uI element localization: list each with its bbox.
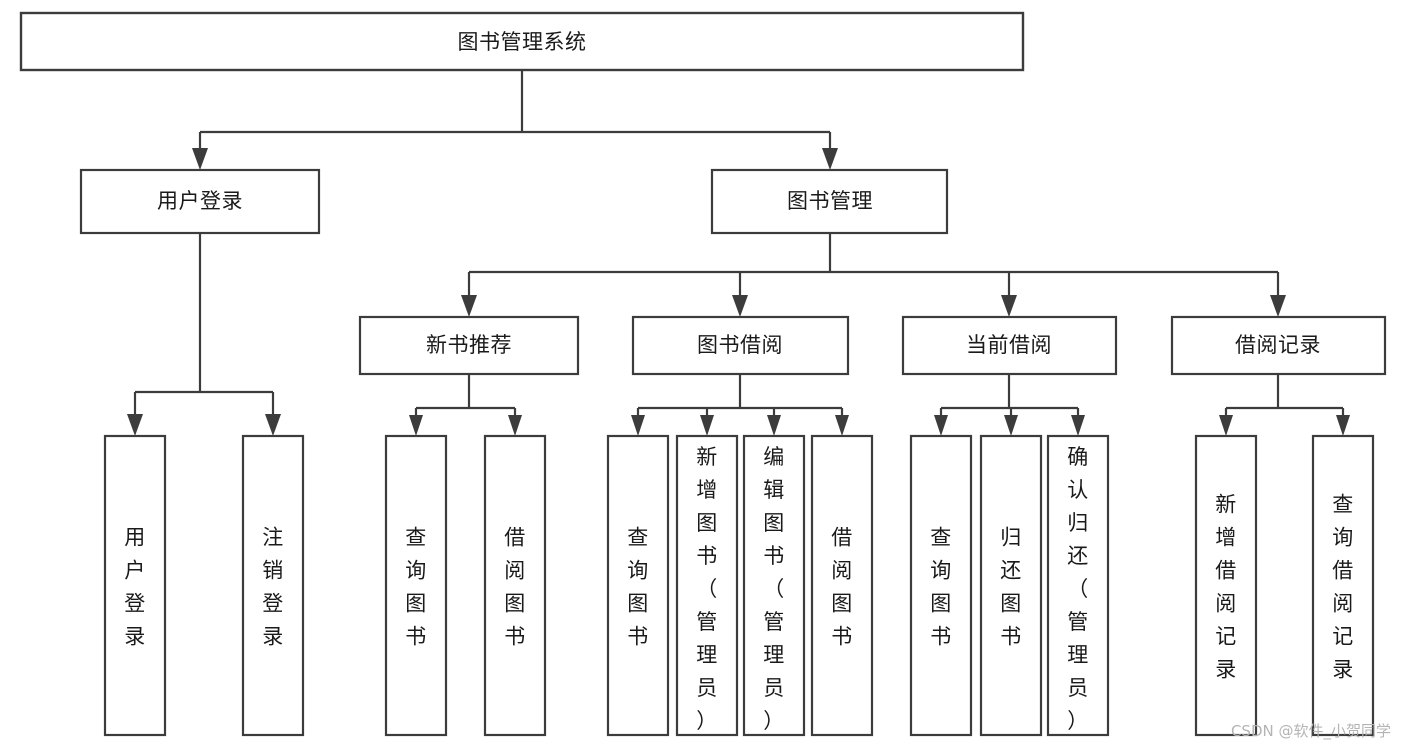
- node-new-book-recommend-box: [358, 315, 580, 376]
- node-leaf-add-book-admin[interactable]: [675, 434, 739, 737]
- node-leaf-query-borrow-record-label: 查询借阅记录: [1332, 493, 1354, 682]
- arrowhead-borrow-record: [1270, 295, 1286, 317]
- arrowhead-leaf-borrow-book-rec: [508, 415, 522, 436]
- node-user-login-label: 用户登录: [157, 189, 243, 213]
- node-leaf-edit-book-admin-box: [742, 434, 806, 737]
- node-leaf-logout-login-label: 注销登录: [262, 526, 284, 649]
- node-leaf-query-book-borrow-box: [606, 434, 670, 737]
- node-leaf-add-book-admin-label: 新增图书（管理员）: [696, 445, 718, 733]
- node-root-label: 图书管理系统: [458, 30, 587, 54]
- node-leaf-confirm-return-admin-label: 确认归还（管理员）: [1067, 445, 1089, 733]
- node-leaf-confirm-return-admin[interactable]: [1046, 434, 1110, 737]
- arrowhead-leaf-add-book-admin: [700, 415, 714, 436]
- arrowhead-leaf-borrow-book: [835, 415, 849, 436]
- csdn-watermark: CSDN @软件_小贺同学: [1230, 722, 1391, 740]
- arrowhead-leaf-confirm-return-admin: [1071, 415, 1085, 436]
- node-book-manage[interactable]: 图书管理: [710, 168, 949, 235]
- node-leaf-query-book-rec-label: 查询图书: [405, 526, 427, 649]
- node-borrow-record[interactable]: 借阅记录: [1170, 315, 1387, 376]
- leaf-label-layer: 用户登录 注销登录 查询图书 借阅图书 查询图书 新增图书（管理员） 编辑图书（管理员） 借阅…: [124, 445, 1354, 733]
- node-current-borrow-box: [901, 315, 1118, 376]
- node-leaf-add-book-admin-box: [675, 434, 739, 737]
- node-root[interactable]: 图书管理系统: [19, 11, 1025, 72]
- arrowhead-leaf-logout-login: [265, 414, 281, 436]
- arrowhead-new-book-recommend: [461, 295, 477, 317]
- node-leaf-logout-login-box: [241, 434, 305, 737]
- arrowhead-leaf-edit-book-admin: [767, 415, 781, 436]
- arrowhead-leaf-user-login: [127, 414, 143, 436]
- node-current-borrow[interactable]: 当前借阅: [901, 315, 1118, 376]
- arrowhead-leaf-query-book-borrow: [631, 415, 645, 436]
- node-borrow-record-label: 借阅记录: [1235, 333, 1321, 357]
- node-leaf-add-borrow-record-box: [1194, 434, 1258, 737]
- node-leaf-query-book-rec[interactable]: [384, 434, 448, 737]
- arrowhead-leaf-query-book-current: [934, 415, 948, 436]
- node-leaf-query-book-borrow[interactable]: [606, 434, 670, 737]
- node-leaf-return-book[interactable]: [979, 434, 1043, 737]
- node-user-login-box: [79, 168, 321, 235]
- node-new-book-recommend-label: 新书推荐: [426, 333, 512, 357]
- node-book-borrow[interactable]: 图书借阅: [631, 315, 850, 376]
- node-leaf-borrow-book-rec-label: 借阅图书: [504, 526, 526, 649]
- node-leaf-logout-login[interactable]: [241, 434, 305, 737]
- node-current-borrow-label: 当前借阅: [966, 333, 1052, 357]
- node-borrow-record-box: [1170, 315, 1387, 376]
- arrowhead-current-borrow: [1001, 295, 1017, 317]
- node-leaf-user-login[interactable]: [103, 434, 167, 737]
- node-leaf-borrow-book[interactable]: [810, 434, 874, 737]
- arrowhead-user-login: [192, 148, 208, 170]
- node-leaf-user-login-box: [103, 434, 167, 737]
- node-leaf-query-borrow-record-box: [1311, 434, 1375, 737]
- node-leaf-query-book-current-box: [909, 434, 973, 737]
- node-leaf-query-book-current-label: 查询图书: [930, 526, 952, 649]
- arrowhead-leaf-add-borrow-record: [1219, 415, 1233, 436]
- node-leaf-borrow-book-rec[interactable]: [483, 434, 547, 737]
- node-leaf-add-borrow-record[interactable]: [1194, 434, 1258, 737]
- node-leaf-query-book-current[interactable]: [909, 434, 973, 737]
- connector-layer: [127, 70, 1350, 436]
- node-leaf-query-book-rec-box: [384, 434, 448, 737]
- arrowhead-leaf-query-book-rec: [409, 415, 423, 436]
- node-leaf-return-book-label: 归还图书: [1000, 526, 1022, 649]
- node-leaf-borrow-book-rec-box: [483, 434, 547, 737]
- node-leaf-user-login-label: 用户登录: [124, 526, 146, 649]
- arrowhead-leaf-query-borrow-record: [1336, 415, 1350, 436]
- node-new-book-recommend[interactable]: 新书推荐: [358, 315, 580, 376]
- node-book-borrow-box: [631, 315, 850, 376]
- node-leaf-add-borrow-record-label: 新增借阅记录: [1215, 493, 1237, 682]
- node-leaf-confirm-return-admin-box: [1046, 434, 1110, 737]
- arrowhead-leaf-return-book: [1004, 415, 1018, 436]
- node-root-box: [19, 11, 1025, 72]
- node-leaf-return-book-box: [979, 434, 1043, 737]
- node-leaf-borrow-book-box: [810, 434, 874, 737]
- node-leaf-edit-book-admin[interactable]: [742, 434, 806, 737]
- arrowhead-book-borrow: [732, 295, 748, 317]
- node-user-login[interactable]: 用户登录: [79, 168, 321, 235]
- node-leaf-query-book-borrow-label: 查询图书: [627, 526, 649, 649]
- node-leaf-query-borrow-record[interactable]: [1311, 434, 1375, 737]
- node-book-borrow-label: 图书借阅: [697, 333, 783, 357]
- node-leaf-borrow-book-label: 借阅图书: [831, 526, 853, 649]
- node-book-manage-box: [710, 168, 949, 235]
- node-leaf-edit-book-admin-label: 编辑图书（管理员）: [763, 445, 785, 733]
- node-book-manage-label: 图书管理: [787, 189, 873, 213]
- arrowhead-book-manage: [822, 148, 838, 170]
